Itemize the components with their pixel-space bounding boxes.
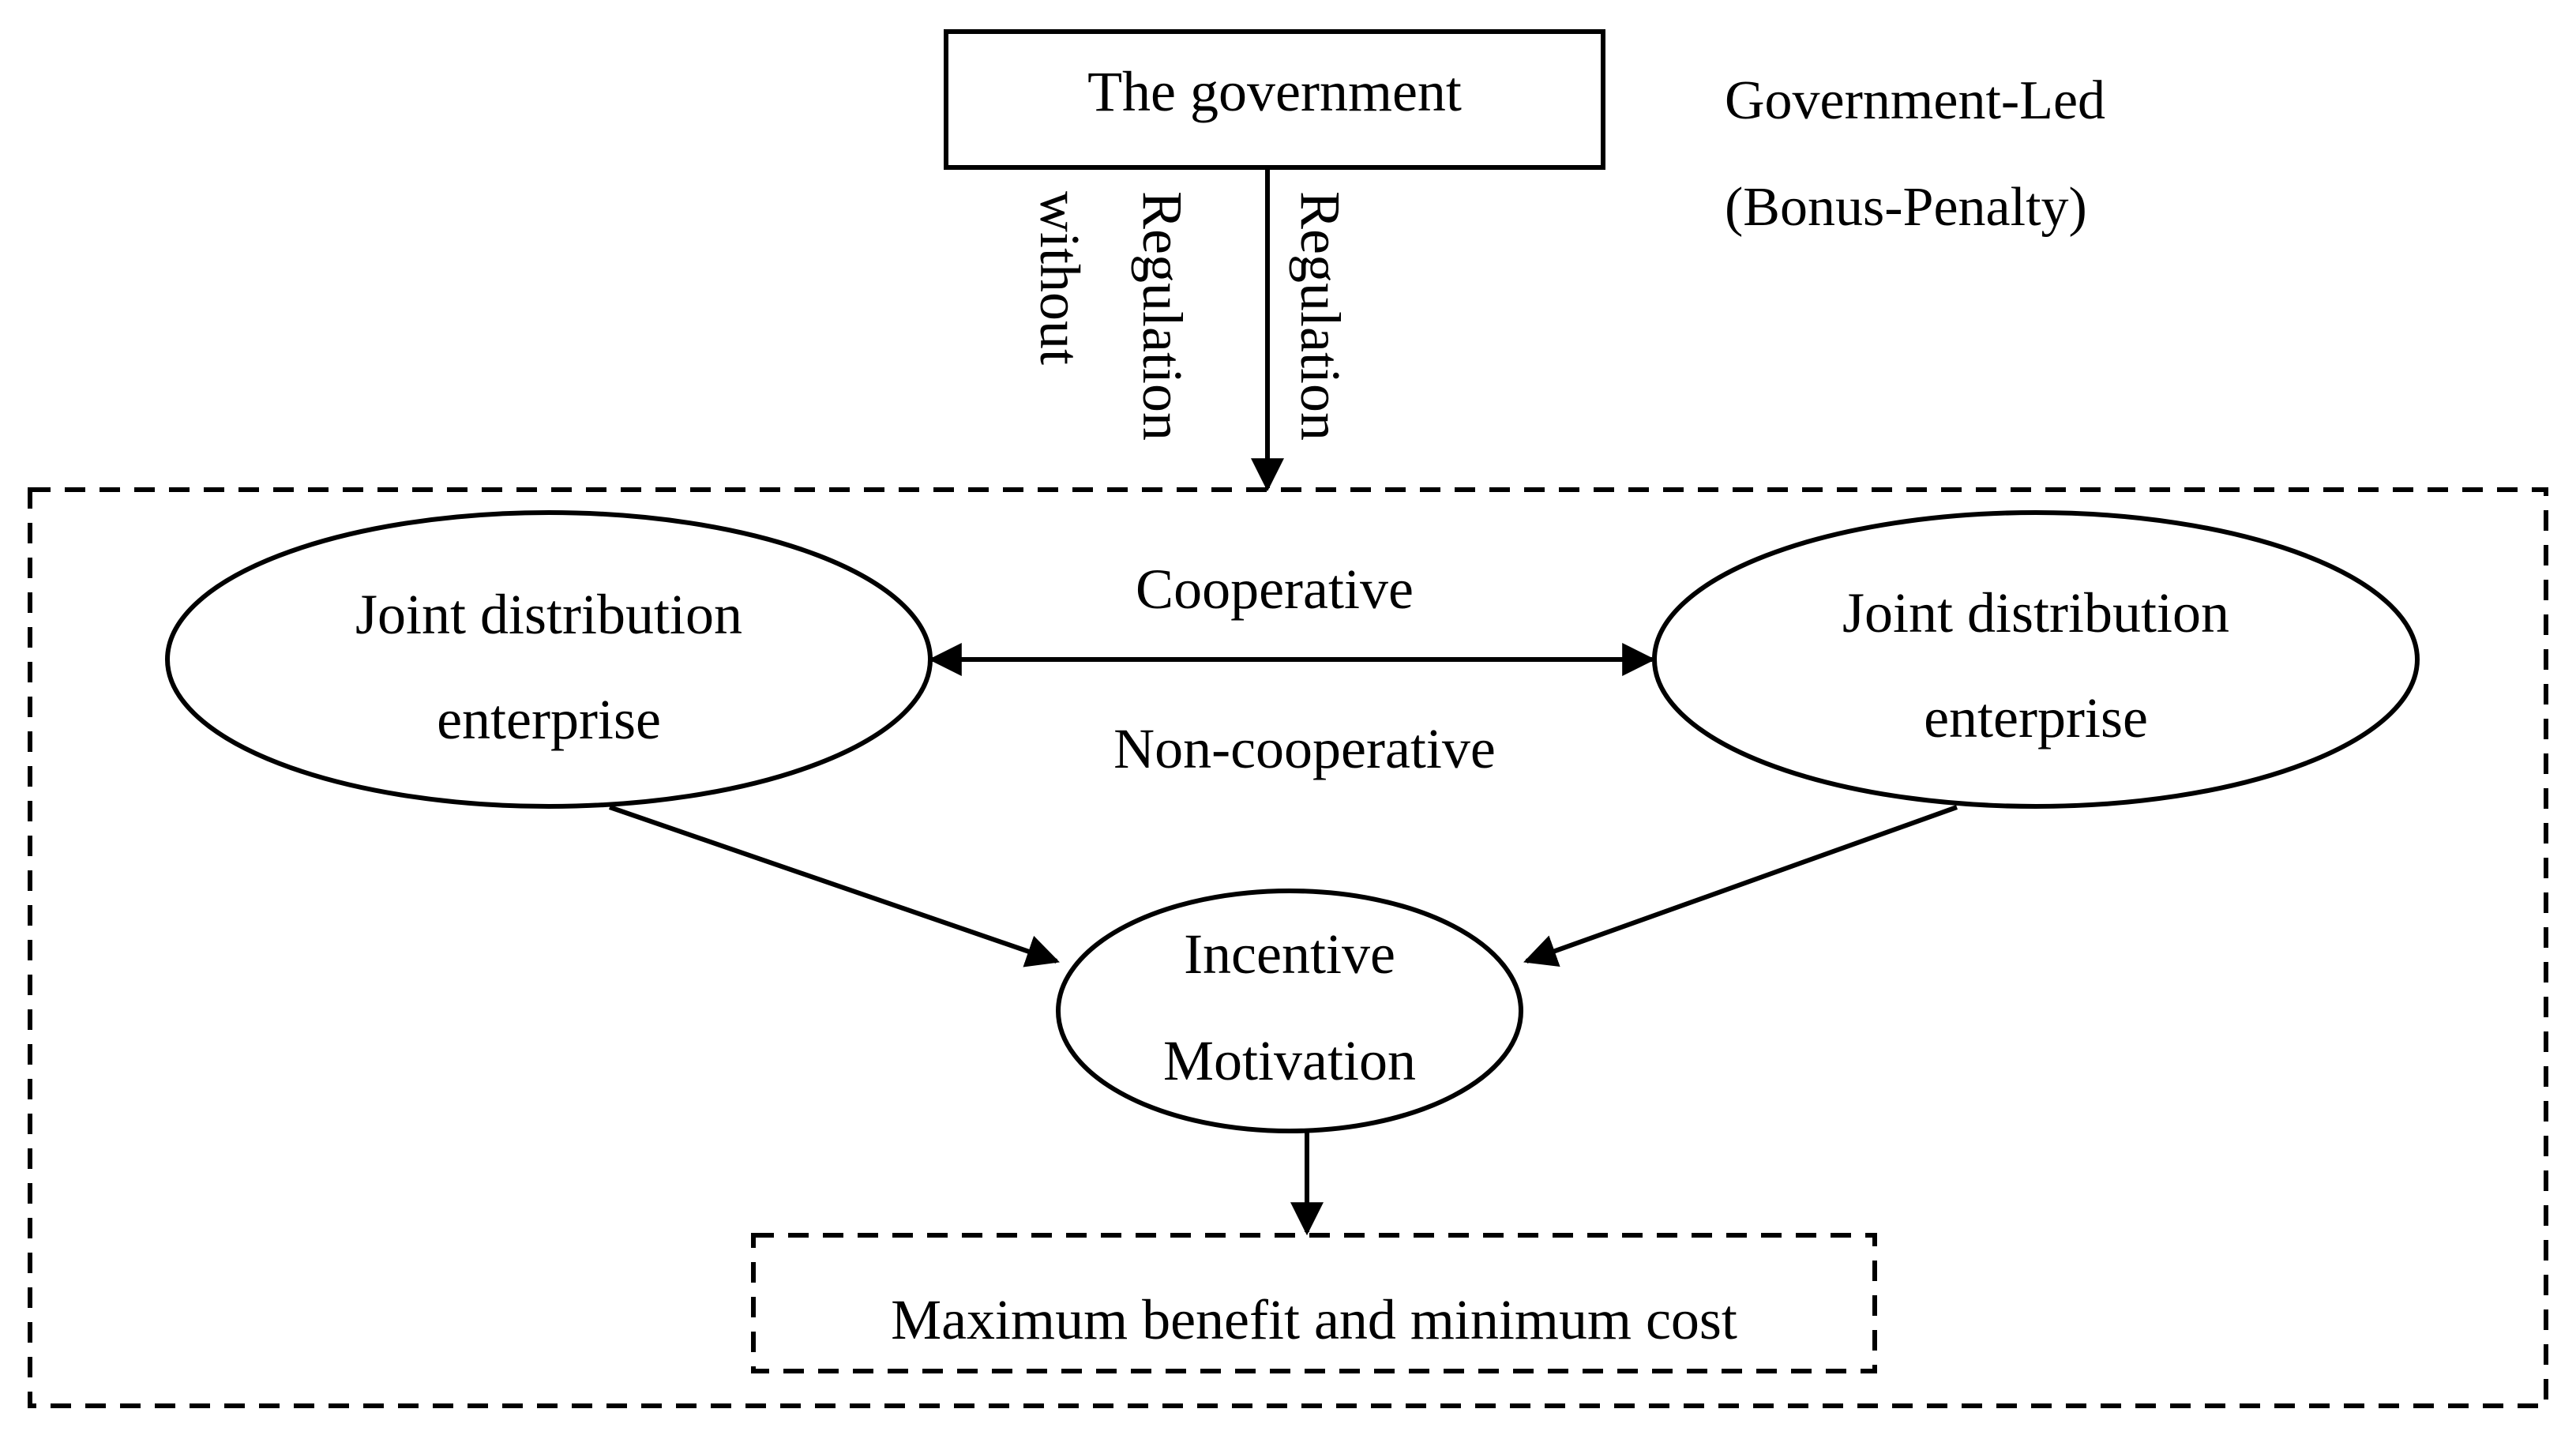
regulation-left-label: Regulation (1131, 191, 1194, 441)
government-box (944, 29, 1605, 170)
side-note-line1: Government-Led (1725, 70, 2105, 131)
incentive-ellipse (1056, 889, 1523, 1133)
right-to-incentive-arrow (1523, 805, 1958, 967)
outcome-label: Maximum benefit and minimum cost (891, 1288, 1737, 1351)
left-enterprise-ellipse (165, 510, 933, 809)
outcome-dashed-box (751, 1233, 1877, 1373)
without-label: without (1028, 191, 1091, 365)
left-to-incentive-arrow (609, 805, 1060, 967)
incentive-line2: Motivation (1163, 1029, 1416, 1092)
incentive-line1: Incentive (1184, 922, 1395, 986)
left-enterprise-line2: enterprise (437, 688, 661, 751)
side-note-line2: (Bonus-Penalty) (1725, 177, 2087, 238)
left-enterprise-line1: Joint distribution (355, 583, 742, 646)
non-cooperative-label: Non-cooperative (1113, 717, 1496, 780)
right-enterprise-ellipse (1652, 510, 2420, 809)
cooperative-label: Cooperative (1136, 558, 1414, 621)
right-enterprise-line2: enterprise (1924, 686, 2148, 750)
government-label: The government (1087, 60, 1462, 123)
right-enterprise-line1: Joint distribution (1842, 581, 2229, 644)
outer-dashed-frame (28, 487, 2548, 1408)
regulation-right-label: Regulation (1289, 191, 1352, 441)
